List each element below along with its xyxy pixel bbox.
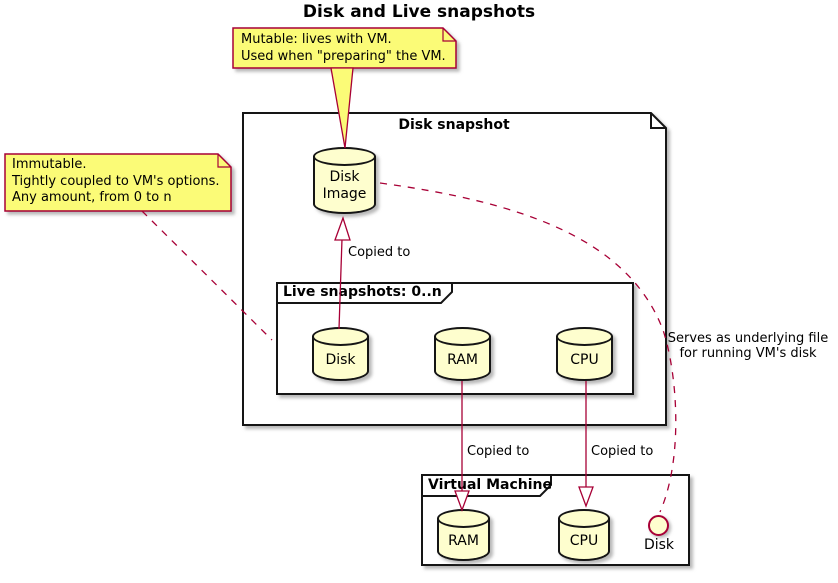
edge-copy-disk-label: Copied to bbox=[348, 245, 411, 260]
cylinder-top-icon bbox=[313, 147, 376, 166]
node-live-cpu: CPU bbox=[556, 327, 613, 381]
edge-copy-cpu-label: Copied to bbox=[591, 444, 654, 459]
node-live-disk-label: Disk bbox=[325, 352, 356, 368]
node-disk-image: Disk Image bbox=[313, 147, 376, 214]
note-fold-icon bbox=[217, 154, 231, 168]
cylinder-top-icon bbox=[312, 327, 369, 346]
node-vm-ram: RAM bbox=[437, 509, 490, 561]
edge-copy-ram-label: Copied to bbox=[467, 444, 530, 459]
node-live-ram-label: RAM bbox=[447, 352, 478, 368]
note-fold-icon bbox=[442, 28, 456, 42]
cylinder-top-icon bbox=[434, 327, 491, 346]
note-immutable-shape bbox=[4, 153, 232, 212]
cylinder-top-icon bbox=[556, 327, 613, 346]
note-mutable-shape bbox=[232, 27, 457, 69]
note-immutable-text: Immutable. Tightly coupled to VM's optio… bbox=[12, 157, 220, 205]
note-mutable-text: Mutable: lives with VM. Used when "prepa… bbox=[241, 32, 446, 64]
node-disk-image-label: Disk Image bbox=[322, 169, 367, 202]
node-live-cpu-label: CPU bbox=[570, 352, 599, 368]
cylinder-top-icon bbox=[558, 509, 610, 528]
node-vm-cpu: CPU bbox=[558, 509, 610, 561]
cylinder-top-icon bbox=[437, 509, 490, 528]
virtual-machine-title: Virtual Machine bbox=[428, 477, 552, 493]
file-fold-icon bbox=[650, 113, 666, 129]
node-vm-disk-circle-icon bbox=[648, 515, 669, 536]
disk-snapshot-title: Disk snapshot bbox=[398, 117, 510, 133]
node-vm-cpu-label: CPU bbox=[569, 533, 599, 549]
node-vm-ram-label: RAM bbox=[448, 533, 479, 549]
node-vm-disk-label: Disk bbox=[643, 537, 675, 553]
live-snapshots-title: Live snapshots: 0..n bbox=[283, 284, 442, 300]
node-live-disk: Disk bbox=[312, 327, 369, 381]
diagram-title: Disk and Live snapshots bbox=[302, 2, 536, 22]
node-live-ram: RAM bbox=[434, 327, 491, 381]
edge-serves-label: Serves as underlying file for running VM… bbox=[667, 331, 829, 361]
